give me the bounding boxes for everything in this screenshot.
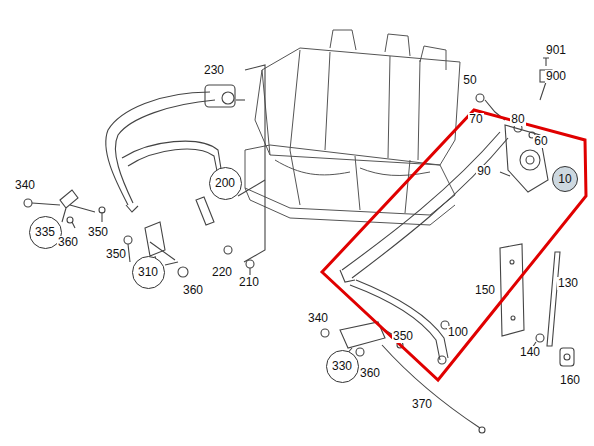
callout-number: 220 [211, 266, 233, 279]
callout-number: 60 [533, 135, 548, 148]
callout-circle: 330 [326, 350, 359, 383]
callout-number: 80 [510, 113, 525, 126]
highlight-outline [322, 110, 586, 380]
callout-number: 200 [215, 177, 235, 190]
callout-circle: 310 [132, 256, 165, 289]
callout-number: 160 [559, 374, 581, 387]
callout-number: 310 [138, 266, 158, 279]
callout-number: 90 [476, 165, 491, 178]
callout-number: 210 [238, 276, 260, 289]
callout-number: 10 [558, 173, 571, 186]
callout-number: 150 [474, 284, 496, 297]
callout-number: 50 [462, 74, 477, 87]
callout-number: 360 [57, 236, 79, 249]
callout-number: 130 [557, 277, 579, 290]
callout-number: 350 [392, 330, 414, 343]
callout-circle: 200 [209, 167, 242, 200]
callout-number: 140 [519, 346, 541, 359]
callout-number: 370 [411, 398, 433, 411]
callout-number: 70 [468, 113, 483, 126]
callout-number: 335 [35, 226, 55, 239]
callout-number: 350 [105, 248, 127, 261]
callout-number: 360 [359, 367, 381, 380]
callout-number: 230 [203, 64, 225, 77]
callout-circle: 10 [552, 166, 578, 192]
callout-number: 340 [307, 312, 329, 325]
callout-number: 330 [332, 360, 352, 373]
callout-number: 350 [87, 226, 109, 239]
callout-number: 100 [447, 326, 469, 339]
callout-number: 360 [182, 284, 204, 297]
callout-number: 900 [545, 70, 567, 83]
callout-number: 340 [14, 179, 36, 192]
callout-number: 901 [545, 44, 567, 57]
